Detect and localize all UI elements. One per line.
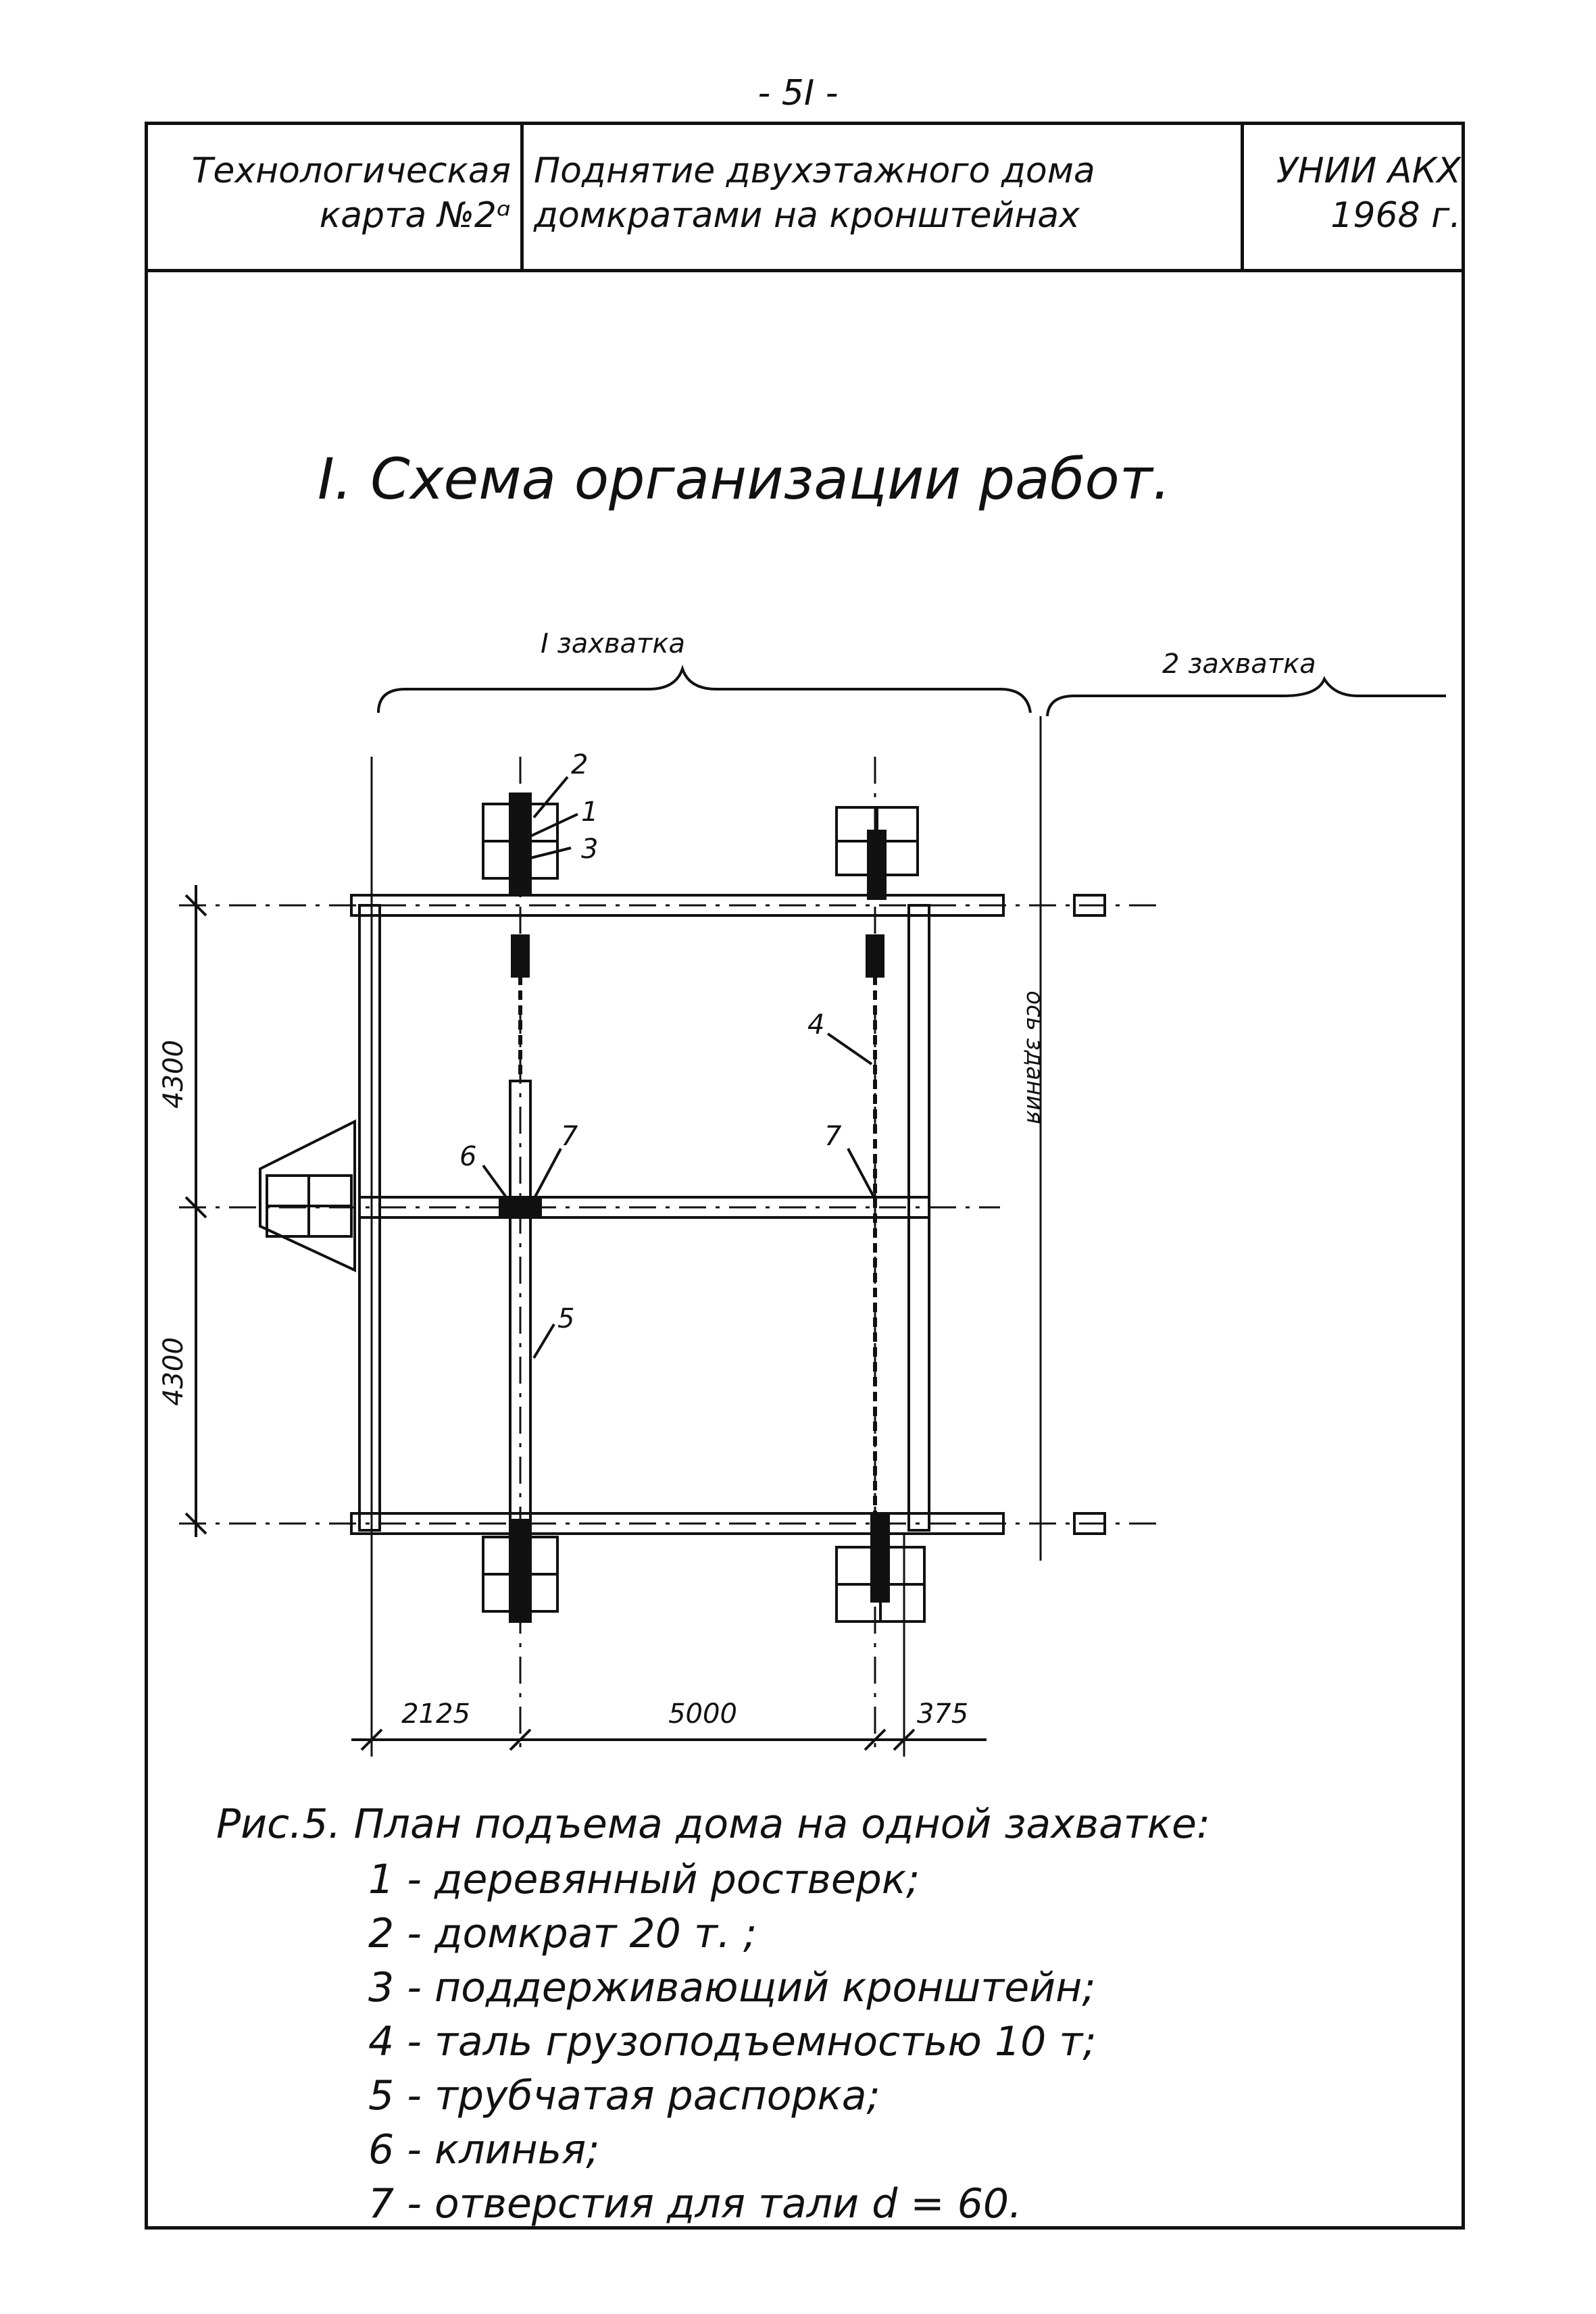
drawing-frame: [145, 122, 1465, 2230]
header-column-divider: [520, 122, 524, 272]
dim-label-4300-top: 4300: [158, 1040, 189, 1109]
dim-label-375: 375: [917, 1699, 968, 1730]
header-divider: [145, 269, 1465, 272]
legend-item: 7 - отверстия для тали d = 60.: [368, 2180, 1022, 2228]
jack-block-top-left: [482, 793, 559, 897]
dim-label-4300-bottom: 4300: [158, 1337, 189, 1406]
axis-label: ось здания: [1021, 990, 1048, 1124]
callout-7-left: 7: [561, 1121, 578, 1152]
page-number: - 5I -: [757, 73, 839, 114]
legend-item: 1 - деревянный ростверк;: [368, 1856, 920, 1903]
header-column-divider: [1241, 122, 1244, 272]
jack-block-top-right: [835, 806, 919, 900]
callout-7-right: 7: [824, 1121, 842, 1152]
section-title: I. Схема организации работ.: [318, 446, 1171, 512]
jack-block-bottom-left: [482, 1519, 559, 1623]
legend-item: 6 - клинья;: [368, 2126, 600, 2173]
header-right: УНИИ АКХ 1968 г.: [1247, 149, 1461, 238]
zone-2-label: 2 захватка: [1162, 649, 1316, 680]
zone-1-brace: [377, 664, 1032, 713]
walls: [350, 894, 1005, 1535]
header-left-line-1: Технологическая: [191, 151, 511, 191]
figure-caption: Рис.5. План подъема дома на одной захват…: [216, 1801, 1211, 1848]
legend-item: 4 - таль грузоподъемностью 10 т;: [368, 2018, 1097, 2065]
callout-4: 4: [807, 1009, 824, 1040]
header-middle-line-1: Поднятие двухэтажного дома: [534, 151, 1095, 191]
legend-item: 3 - поддерживающий кронштейн;: [368, 1964, 1096, 2011]
callout-5: 5: [557, 1303, 574, 1334]
legend-item: 2 - домкрат 20 т. ;: [368, 1910, 757, 1957]
header-left: Технологическая карта №2ᵅ: [154, 149, 511, 238]
zone-2-brace: [1046, 676, 1446, 717]
header-middle-line-2: домкратами на кронштейнах: [534, 195, 1080, 236]
header-right-line-2: 1968 г.: [1330, 195, 1461, 236]
legend-list: 1 - деревянный ростверк; 2 - домкрат 20 …: [368, 1853, 1097, 2231]
zone-1-label: I захватка: [541, 628, 686, 659]
jack-block-left: [259, 1119, 356, 1273]
header-middle: Поднятие двухэтажного дома домкратами на…: [534, 149, 1237, 238]
legend-item: 5 - трубчатая распорка;: [368, 2072, 880, 2119]
callout-1: 1: [581, 797, 598, 828]
callout-6: 6: [459, 1141, 476, 1172]
header-right-line-1: УНИИ АКХ: [1276, 151, 1461, 191]
dim-label-2125: 2125: [401, 1699, 470, 1730]
callout-2: 2: [571, 749, 588, 780]
callout-3: 3: [581, 834, 598, 865]
dim-label-5000: 5000: [668, 1699, 737, 1730]
jack-block-bottom-right: [835, 1512, 926, 1623]
header-left-line-2: карта №2ᵅ: [319, 195, 511, 236]
